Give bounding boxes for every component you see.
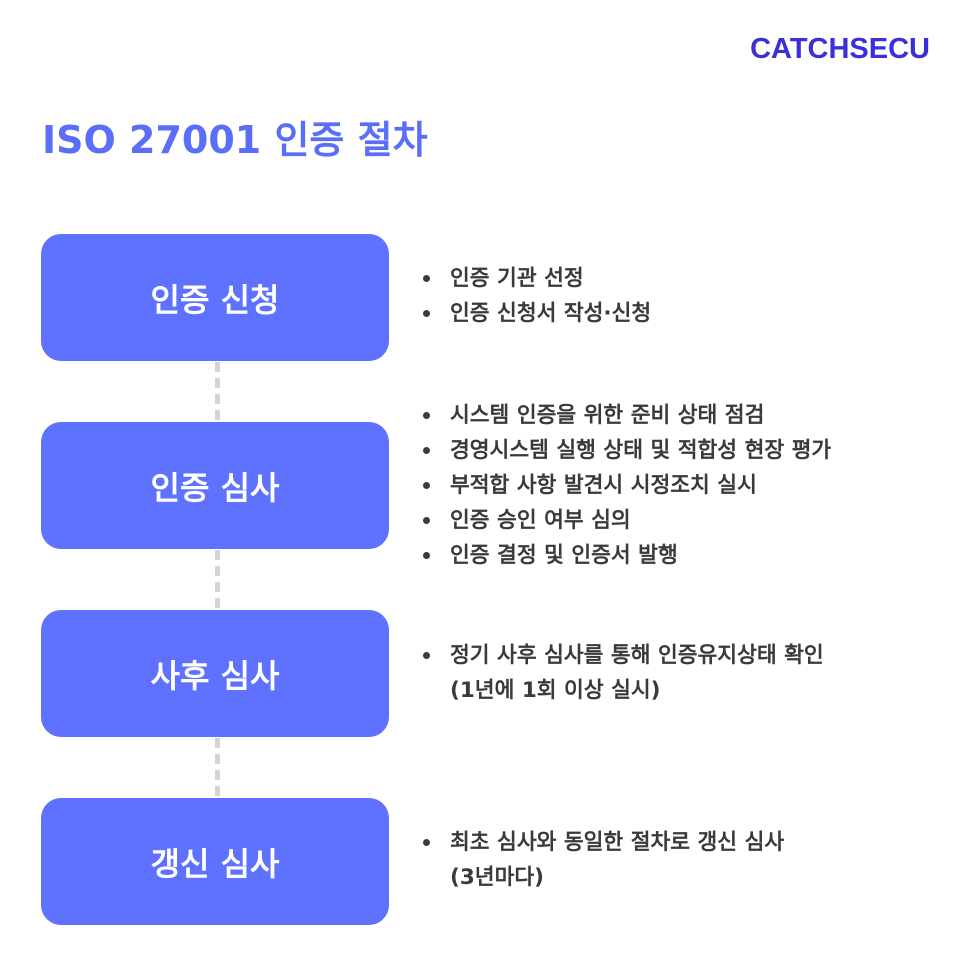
detail-text: 정기 사후 심사를 통해 인증유지상태 확인	[450, 643, 824, 668]
detail-item: 부적합 사항 발견시 시정조치 실시	[420, 468, 831, 503]
step-box-audit: 인증 심사	[41, 422, 389, 549]
detail-item: 인증 결정 및 인증서 발행	[420, 538, 831, 573]
step-details-surveillance: 정기 사후 심사를 통해 인증유지상태 확인 (1년에 1회 이상 실시)	[420, 638, 824, 708]
bullet-icon	[423, 447, 430, 454]
step-details-renewal: 최초 심사와 동일한 절차로 갱신 심사 (3년마다)	[420, 825, 784, 895]
detail-text: (1년에 1회 이상 실시)	[450, 678, 661, 703]
detail-item: 최초 심사와 동일한 절차로 갱신 심사	[420, 825, 784, 860]
detail-item-continuation: (1년에 1회 이상 실시)	[420, 673, 824, 708]
step-label: 인증 심사	[150, 468, 280, 507]
bullet-icon	[423, 412, 430, 419]
detail-text: (3년마다)	[450, 865, 544, 890]
step-box-surveillance: 사후 심사	[41, 610, 389, 737]
step-box-renewal: 갱신 심사	[41, 798, 389, 925]
detail-text: 인증 기관 선정	[450, 266, 584, 291]
bullet-icon	[423, 275, 430, 282]
step-label: 인증 신청	[150, 280, 280, 319]
catchsecu-logo: CATCHSECU	[750, 33, 930, 65]
detail-item: 인증 신청서 작성·신청	[420, 296, 651, 331]
detail-item: 시스템 인증을 위한 준비 상태 점검	[420, 398, 831, 433]
step-connector	[215, 550, 220, 608]
bullet-icon	[423, 310, 430, 317]
step-label: 갱신 심사	[150, 844, 280, 883]
bullet-icon	[423, 652, 430, 659]
bullet-icon	[423, 482, 430, 489]
detail-text: 인증 신청서 작성·신청	[450, 301, 652, 326]
detail-item: 인증 승인 여부 심의	[420, 503, 831, 538]
step-connector	[215, 738, 220, 796]
detail-text: 시스템 인증을 위한 준비 상태 점검	[450, 403, 765, 428]
bullet-icon	[423, 839, 430, 846]
detail-item: 정기 사후 심사를 통해 인증유지상태 확인	[420, 638, 824, 673]
step-label: 사후 심사	[150, 656, 280, 695]
step-connector	[215, 362, 220, 420]
step-details-audit: 시스템 인증을 위한 준비 상태 점검 경영시스템 실행 상태 및 적합성 현장…	[420, 398, 831, 573]
step-details-application: 인증 기관 선정 인증 신청서 작성·신청	[420, 261, 651, 331]
detail-text: 최초 심사와 동일한 절차로 갱신 심사	[450, 830, 785, 855]
detail-text: 경영시스템 실행 상태 및 적합성 현장 평가	[450, 438, 832, 463]
bullet-icon	[423, 517, 430, 524]
detail-text: 인증 승인 여부 심의	[450, 508, 631, 533]
page-title: ISO 27001 인증 절차	[42, 118, 428, 162]
detail-item: 경영시스템 실행 상태 및 적합성 현장 평가	[420, 433, 831, 468]
detail-text: 인증 결정 및 인증서 발행	[450, 543, 678, 568]
step-box-application: 인증 신청	[41, 234, 389, 361]
bullet-icon	[423, 552, 430, 559]
detail-item-continuation: (3년마다)	[420, 860, 784, 895]
detail-text: 부적합 사항 발견시 시정조치 실시	[450, 473, 757, 498]
detail-item: 인증 기관 선정	[420, 261, 651, 296]
